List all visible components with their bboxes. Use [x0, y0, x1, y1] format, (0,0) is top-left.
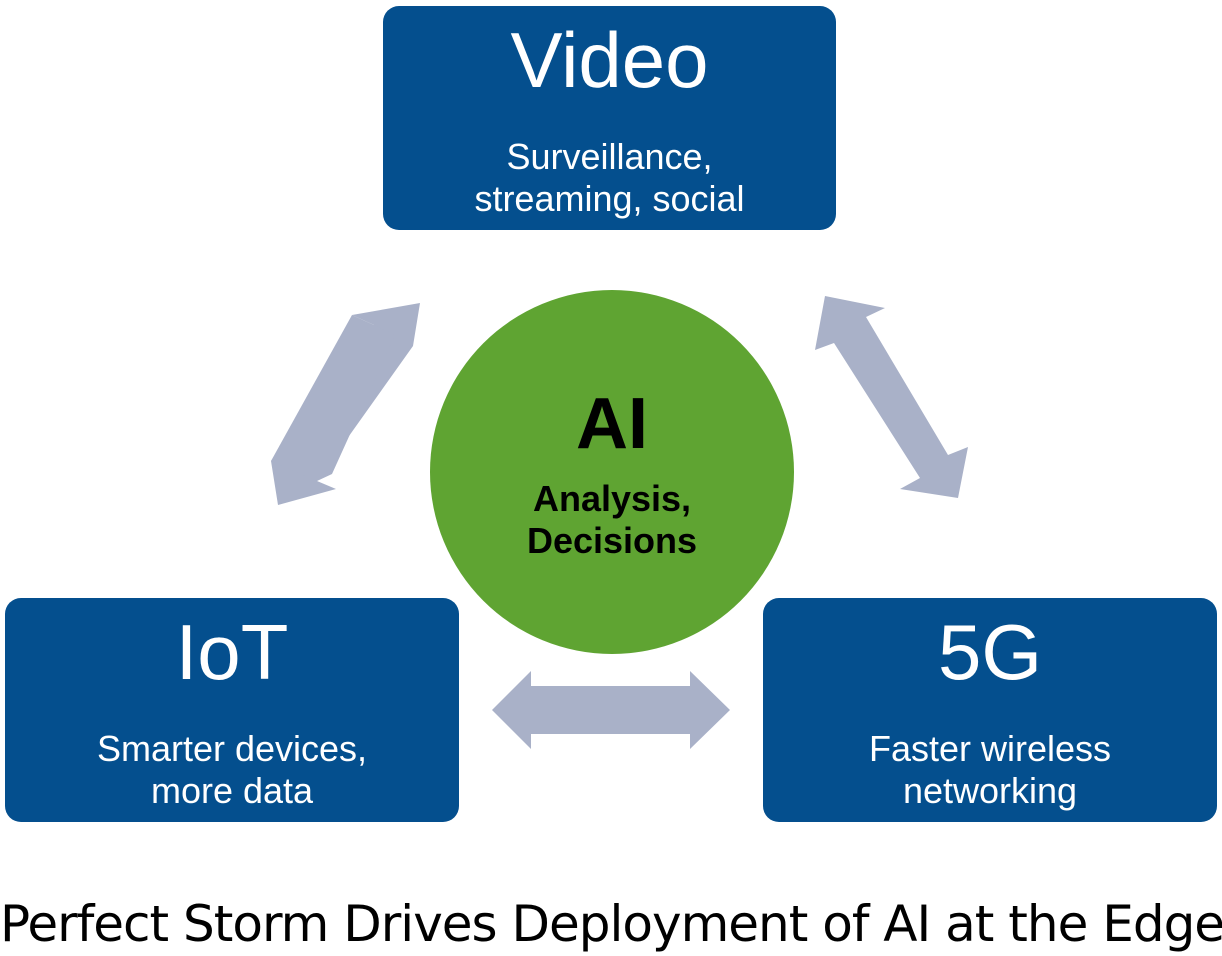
ai-description: Analysis, Decisions [430, 478, 794, 562]
5g-title: 5G [937, 608, 1043, 696]
video-5g-arrow [815, 296, 968, 498]
video-iot-arrow-shaft [271, 315, 395, 481]
video-title: Video [510, 16, 709, 104]
video-box: Video Surveillance, streaming, social [383, 6, 836, 230]
ai-description-text: Analysis, Decisions [526, 478, 698, 561]
5g-box: 5G Faster wireless networking [763, 598, 1217, 822]
iot-box: IoT Smarter devices, more data [5, 598, 459, 822]
ai-title: AI [576, 384, 648, 464]
iot-title: IoT [175, 608, 289, 696]
iot-description-text: Smarter devices, more data [96, 728, 368, 811]
diagram-caption: Perfect Storm Drives Deployment of AI at… [0, 895, 1222, 953]
5g-description-text: Faster wireless networking [868, 728, 1112, 811]
iot-description: Smarter devices, more data [5, 728, 459, 812]
video-description: Surveillance, streaming, social [383, 136, 836, 220]
iot-5g-arrow [492, 671, 730, 749]
video-description-text: Surveillance, streaming, social [474, 136, 745, 219]
5g-description: Faster wireless networking [763, 728, 1217, 812]
ai-circle: AI Analysis, Decisions [430, 290, 794, 654]
